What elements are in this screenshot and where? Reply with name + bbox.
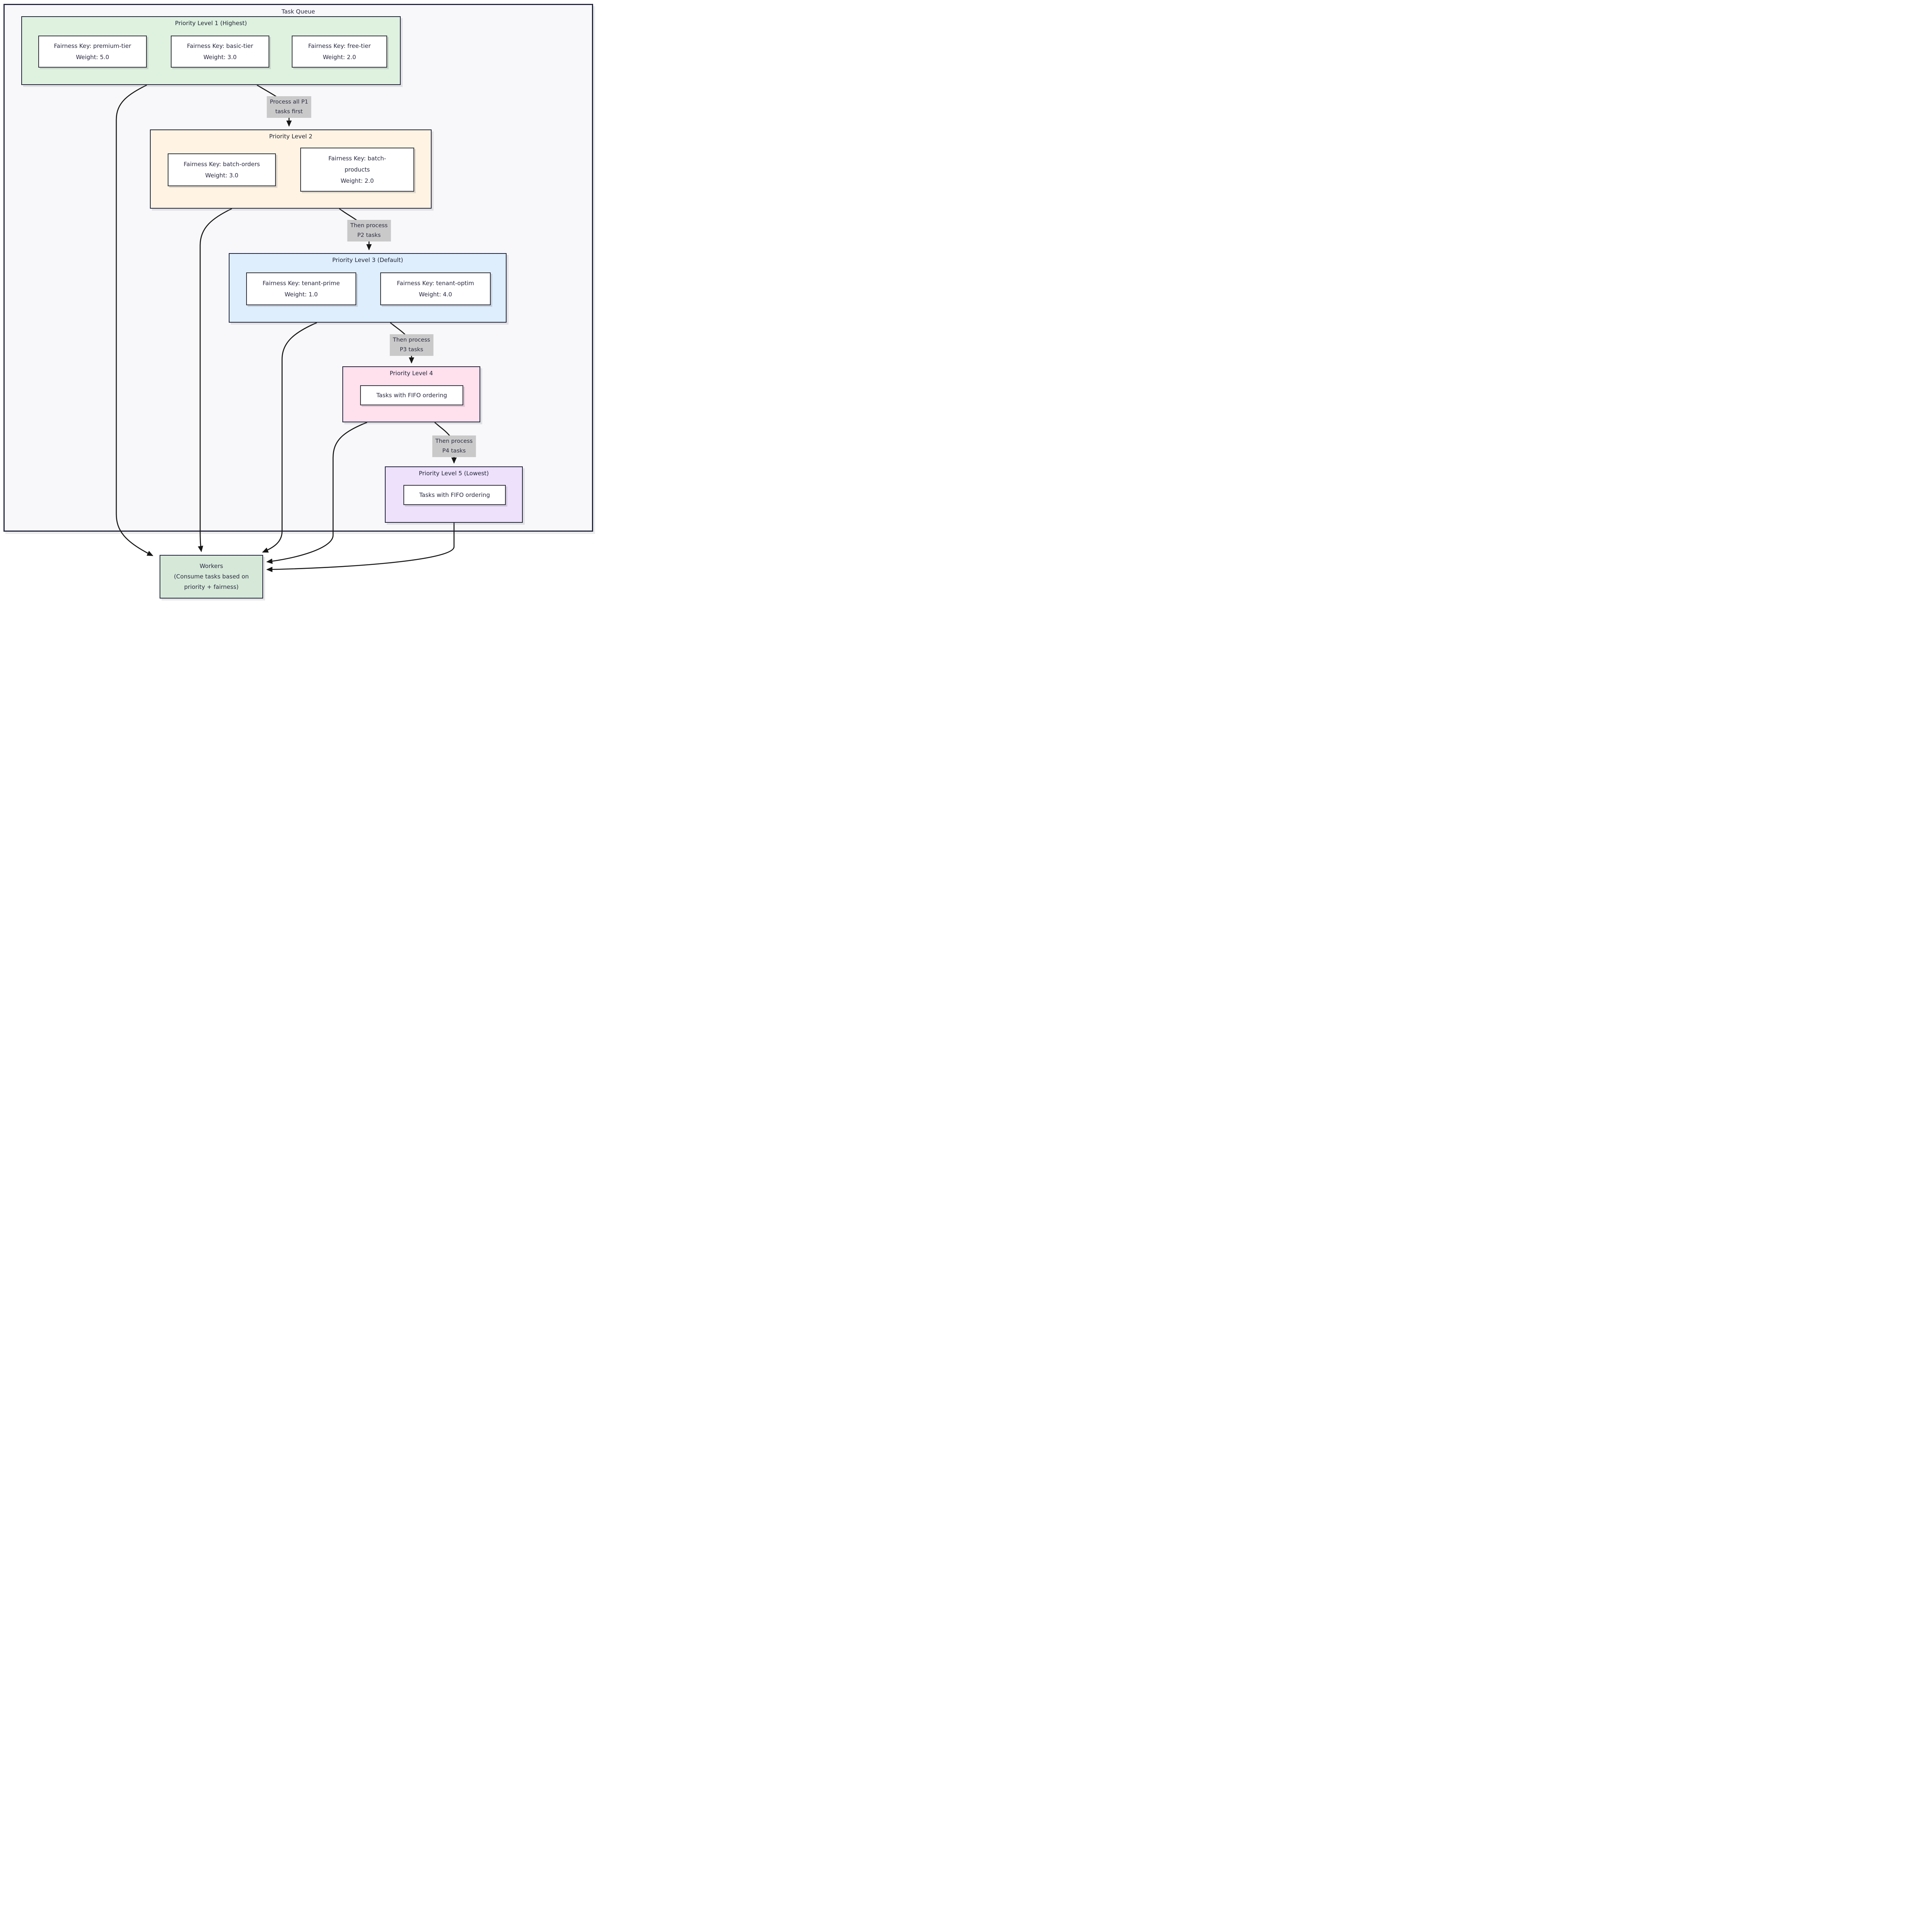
edge-label-line: P4 tasks: [442, 448, 466, 454]
fifo-item-p4: Tasks with FIFO ordering: [360, 385, 463, 405]
item-line: Weight: 2.0: [323, 53, 356, 61]
item-line: Weight: 2.0: [340, 177, 374, 184]
fairness-item-tenant-prime: Fairness Key: tenant-prime Weight: 1.0: [246, 272, 356, 305]
fairness-item-basic-tier: Fairness Key: basic-tier Weight: 3.0: [171, 36, 269, 68]
workers-line: Workers: [199, 563, 223, 570]
item-line: Fairness Key: batch-: [328, 155, 386, 162]
priority-level-3-header: Priority Level 3 (Default): [332, 257, 403, 264]
priority-level-4-header: Priority Level 4: [389, 370, 433, 377]
edge-label-process-p2: Then process P2 tasks: [347, 220, 391, 242]
item-line: Weight: 3.0: [203, 53, 237, 61]
fairness-item-batch-products: Fairness Key: batch- products Weight: 2.…: [300, 148, 414, 192]
fairness-item-tenant-optim: Fairness Key: tenant-optim Weight: 4.0: [380, 272, 491, 305]
item-line: Fairness Key: free-tier: [308, 42, 371, 49]
priority-level-1-header: Priority Level 1 (Highest): [175, 20, 247, 27]
item-line: Weight: 5.0: [76, 53, 109, 61]
item-line: Weight: 3.0: [205, 172, 238, 179]
fairness-item-batch-orders: Fairness Key: batch-orders Weight: 3.0: [168, 153, 276, 186]
workers-line: (Consume tasks based on: [174, 573, 249, 580]
fifo-item-p5: Tasks with FIFO ordering: [403, 485, 506, 505]
workers-line: priority + fairness): [184, 583, 239, 590]
diagram-canvas: Task Queue Priority Level 1 (Highest) Fa…: [0, 0, 596, 601]
item-line: Fairness Key: tenant-optim: [397, 279, 474, 287]
priority-level-4-group: Priority Level 4 Tasks with FIFO orderin…: [342, 366, 480, 422]
edge-label-line: Then process: [435, 438, 473, 444]
priority-level-2-group: Priority Level 2 Fairness Key: batch-ord…: [150, 129, 432, 209]
item-line: Tasks with FIFO ordering: [419, 491, 490, 498]
item-line: Weight: 4.0: [419, 291, 452, 298]
edge-label-line: Then process: [350, 223, 388, 229]
edge-label-line: Process all P1: [270, 99, 308, 105]
edge-label-line: tasks first: [275, 109, 303, 115]
fairness-item-free-tier: Fairness Key: free-tier Weight: 2.0: [292, 36, 387, 68]
priority-level-5-header: Priority Level 5 (Lowest): [419, 470, 489, 477]
edge-label-process-p1: Process all P1 tasks first: [267, 96, 311, 118]
edge-label-line: Then process: [393, 337, 430, 343]
fairness-item-premium-tier: Fairness Key: premium-tier Weight: 5.0: [38, 36, 147, 68]
item-line: Weight: 1.0: [284, 291, 318, 298]
edge-label-process-p3: Then process P3 tasks: [389, 334, 434, 356]
priority-level-2-header: Priority Level 2: [269, 133, 313, 140]
item-line: Fairness Key: premium-tier: [54, 42, 131, 49]
item-line: Tasks with FIFO ordering: [376, 391, 447, 399]
item-line: Fairness Key: tenant-prime: [262, 279, 340, 287]
item-line: Fairness Key: basic-tier: [187, 42, 253, 49]
priority-level-3-group: Priority Level 3 (Default) Fairness Key:…: [229, 253, 507, 323]
edge-label-line: P2 tasks: [357, 232, 381, 238]
task-queue-label: Task Queue: [281, 8, 315, 15]
item-line: Fairness Key: batch-orders: [184, 160, 260, 168]
workers-node: Workers (Consume tasks based on priority…: [160, 555, 263, 599]
edge-label-line: P3 tasks: [400, 347, 423, 353]
priority-level-5-group: Priority Level 5 (Lowest) Tasks with FIF…: [385, 466, 523, 523]
priority-level-1-group: Priority Level 1 (Highest) Fairness Key:…: [21, 16, 401, 85]
edge-label-process-p4: Then process P4 tasks: [432, 435, 476, 457]
item-line: products: [344, 166, 370, 173]
